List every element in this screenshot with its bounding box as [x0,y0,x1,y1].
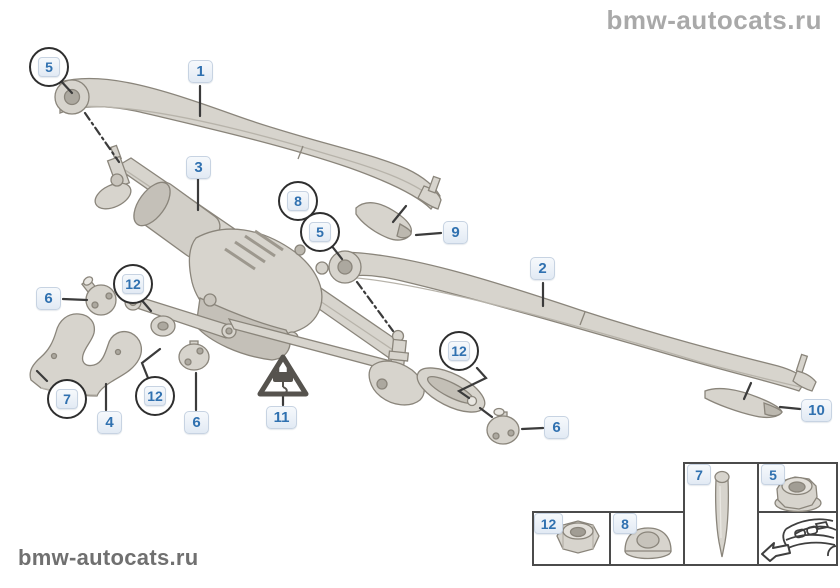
rivet-pin-icon [714,470,730,558]
callout-9[interactable]: 9 [443,221,468,244]
electric-plug-icon [273,366,293,395]
callout-10[interactable]: 10 [801,399,832,422]
callout-11[interactable]: 11 [266,406,297,429]
grommet-6c [486,407,520,445]
callout-6a[interactable]: 6 [36,287,61,310]
callout-5b[interactable]: 5 [300,212,340,252]
callout-12c[interactable]: 12 [439,331,479,371]
grommet-6a [81,276,117,316]
callout-6b[interactable]: 6 [184,411,209,434]
warning-triangle-icon [257,354,309,397]
callout-1[interactable]: 1 [188,60,213,83]
wiper-arm-2 [328,250,817,392]
watermark-bottom-left: bmw-autocats.ru [18,545,199,570]
car-direction-icon [761,518,837,562]
wiper-motor-linkage [94,144,486,413]
callout-4[interactable]: 4 [97,411,122,434]
legend-cell-7[interactable]: 7 [687,464,711,485]
callout-12b[interactable]: 12 [135,376,175,416]
flange-nut-icon [774,476,822,513]
callout-label: 12 [122,274,144,294]
wiper-arm-1 [54,77,442,211]
leader-lines [35,78,802,431]
callout-label: 8 [287,191,309,211]
callout-label: 12 [144,386,166,406]
callout-3[interactable]: 3 [186,156,211,179]
callout-2[interactable]: 2 [530,257,555,280]
legend-cell-12[interactable]: 12 [534,513,563,534]
grommet-6b [178,340,210,371]
callout-label: 7 [56,389,78,409]
watermark-top-right: bmw-autocats.ru [606,5,822,35]
blade-adapter-10 [704,387,783,419]
hex-nut-icon [556,520,600,554]
callout-label: 5 [38,57,60,77]
callout-12a[interactable]: 12 [113,264,153,304]
mounting-bracket [29,313,142,397]
legend-cell-5[interactable]: 5 [761,464,785,485]
callout-5a[interactable]: 5 [29,47,69,87]
dome-grommet-icon [624,527,672,560]
washer-12a [150,315,176,337]
legend-cell-8[interactable]: 8 [613,513,637,534]
callout-label: 5 [309,222,331,242]
callout-6c[interactable]: 6 [544,416,569,439]
callout-label: 12 [448,341,470,361]
callout-7[interactable]: 7 [47,379,87,419]
blade-adapter-9 [355,202,413,241]
direction-arrow [761,542,791,562]
